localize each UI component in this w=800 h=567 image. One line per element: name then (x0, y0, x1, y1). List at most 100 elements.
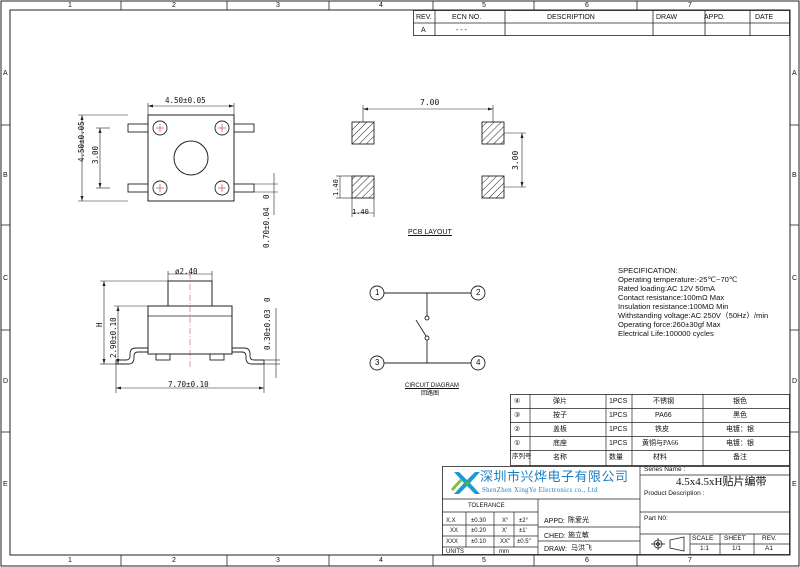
dim-pcb-width: 7.00 (420, 98, 440, 107)
bom-row-qty: 1PCS (609, 398, 628, 405)
rev-header-ecn: ECN NO. (452, 14, 482, 21)
tol-row-deg-val: ±1' (519, 528, 527, 534)
dim-side-h: H (95, 322, 104, 327)
dim-leg-zero: 0 (262, 194, 271, 199)
rev-header-draw: DRAW (656, 14, 678, 21)
col-label: 3 (276, 557, 280, 564)
circuit-diagram-label: CIRCUIT DIAGRAM (405, 383, 459, 389)
spec-title: SPECIFICATION: (618, 266, 678, 275)
appd-name: 陈爱光 (568, 516, 589, 524)
col-label: 4 (379, 2, 383, 9)
product-desc-label: Product Description : (644, 490, 705, 497)
dim-pcb-pad-h: 1.40 (332, 179, 340, 196)
bom-row-material: 铁皮 (655, 425, 669, 433)
pin-4-label: 4 (476, 358, 481, 367)
col-label: 7 (688, 557, 692, 564)
col-label: 5 (482, 2, 486, 9)
spec-line: Insulation resistance:100MΩ Min (618, 302, 729, 311)
bom-row-material: 不锈钢 (653, 397, 674, 405)
projection-symbol (651, 536, 685, 552)
dim-side-leg: 0.30±0.03 (263, 309, 272, 350)
bom-row-num: ④ (514, 398, 521, 405)
dim-inner-height: 3.00 (91, 145, 100, 164)
rev-header-desc: DESCRIPTION (547, 14, 595, 21)
spec-line: Electrical Life:100000 cycles (618, 329, 714, 338)
row-label: E (792, 481, 797, 488)
bom-header-name: 名称 (553, 453, 567, 461)
spec-line: Operating force:260±30gf Max (618, 320, 721, 329)
tol-row-xx: XXX (446, 539, 459, 545)
bom-header-qty: 数量 (609, 453, 623, 461)
draw-label: DRAW: (544, 546, 567, 553)
side-view-drawing (100, 271, 280, 393)
top-view-drawing (78, 103, 278, 215)
circuit-diagram-cn: 回路图 (421, 391, 440, 397)
tol-row-xx-val: ±0.30 (471, 518, 486, 524)
bom-row-material: 黄铜与PA66 (642, 439, 679, 447)
draw-name: 马洪飞 (571, 544, 592, 552)
spec-line: Withstanding voltage:AC 250V（50Hz）/min (618, 311, 769, 320)
row-label: C (792, 275, 798, 282)
tol-row-deg-val: ±0.5" (517, 539, 531, 545)
title-block (442, 466, 790, 555)
dim-top-width: 4.50±0.05 (165, 96, 206, 105)
tol-row-deg: XX" (500, 539, 511, 545)
row-label: D (3, 378, 9, 385)
col-label: 1 (68, 2, 72, 9)
tol-row-deg-val: ±2° (519, 518, 529, 524)
bom-row-name: 弹片 (553, 397, 567, 405)
bom-row-material: PA66 (655, 412, 672, 419)
part-no-label: Part N0: (644, 515, 668, 522)
bom-row-note: 银色 (733, 397, 747, 405)
col-label: 1 (68, 557, 72, 564)
units-value: mm (499, 549, 509, 555)
tol-row-xx-val: ±0.20 (471, 528, 486, 534)
ched-name: 施立敏 (568, 531, 589, 539)
dim-side-body: 2.90±0.10 (109, 317, 118, 358)
row-label: B (792, 172, 797, 179)
rev-row-rev: A (421, 27, 426, 34)
rev-value: A1 (765, 545, 773, 552)
col-label: 7 (688, 2, 692, 9)
pcb-layout-drawing (336, 105, 526, 217)
pin-3-label: 3 (375, 358, 380, 367)
col-label: 2 (172, 557, 176, 564)
spec-line: Operating temperature:-25℃~70℃ (618, 275, 738, 284)
series-name-label: Series Name : (644, 466, 686, 473)
pcb-layout-label: PCB LAYOUT (408, 229, 452, 236)
company-name-en: ShenZhen XingYe Electronics co., Ltd (482, 487, 598, 494)
dim-pcb-height: 3.00 (511, 150, 520, 170)
sheet-value: 1/1 (732, 545, 742, 552)
dim-side-width: 7.70±0.10 (168, 380, 209, 389)
units-label: UNITS (446, 549, 464, 555)
rev-header-appd: APPD. (704, 14, 726, 21)
appd-label: APPD: (544, 518, 566, 525)
bom-header-material: 材料 (653, 453, 667, 461)
tol-row-xx-val: ±0.10 (471, 539, 486, 545)
row-label: A (792, 70, 797, 77)
col-label: 3 (276, 2, 280, 9)
circuit-diagram-drawing (369, 285, 486, 371)
dim-side-zero: 0 (263, 297, 272, 302)
scale-value: 1:1 (700, 545, 710, 552)
col-label: 5 (482, 557, 486, 564)
pin-1-label: 1 (375, 288, 380, 297)
dim-top-height: 4.50±0.05 (77, 121, 86, 162)
revision-table (413, 10, 790, 36)
spec-line: Contact resistance:100mΩ Max (618, 293, 725, 302)
rev-row-ecn: - - - (456, 27, 467, 34)
bom-row-qty: 1PCS (609, 440, 628, 447)
tol-row-xx: X.X (446, 518, 456, 524)
row-label: E (3, 481, 8, 488)
rev-label: REV. (762, 535, 777, 542)
bom-row-name: 按子 (553, 411, 567, 419)
bom-row-qty: 1PCS (609, 426, 628, 433)
company-logo (450, 472, 480, 494)
bom-row-name: 盖板 (553, 425, 567, 433)
rev-header-rev: REV. (416, 14, 432, 21)
row-label: D (792, 378, 798, 385)
bom-row-num: ② (514, 426, 521, 433)
pin-2-label: 2 (476, 288, 481, 297)
series-name-value: 4.5x4.5xH贴片编带 (676, 476, 767, 488)
tol-row-deg: X' (502, 528, 508, 534)
